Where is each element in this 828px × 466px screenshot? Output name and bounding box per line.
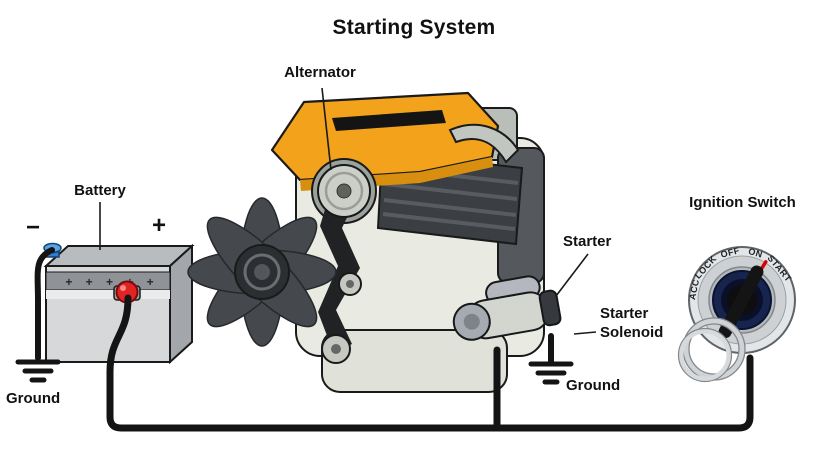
battery-illustration: + + + + + bbox=[43, 242, 195, 365]
serpentine-belt bbox=[318, 168, 362, 354]
alternator-pulley bbox=[317, 164, 371, 218]
ignition-position-acc[interactable]: ACC bbox=[687, 278, 701, 301]
ignition-position-off[interactable]: OFF bbox=[720, 245, 741, 259]
leader-starter bbox=[555, 253, 589, 297]
engine-valve-cover bbox=[270, 91, 500, 191]
wiring bbox=[34, 247, 754, 432]
leader-lines bbox=[99, 87, 597, 335]
battery-face-marks: + + + + + bbox=[65, 275, 158, 289]
label-ground-center: Ground bbox=[566, 377, 621, 394]
leader-alternator bbox=[321, 87, 332, 171]
label-battery-plus: + bbox=[152, 212, 167, 239]
label-battery-minus: − bbox=[26, 214, 41, 241]
battery-side-face bbox=[169, 243, 193, 365]
starter-illustration bbox=[452, 275, 562, 341]
battery-positive-terminal-icon bbox=[113, 280, 141, 304]
engine-hose bbox=[448, 123, 520, 164]
label-ignition-switch: Ignition Switch bbox=[689, 194, 796, 211]
idler-pulley bbox=[338, 272, 362, 296]
label-alternator: Alternator bbox=[284, 64, 356, 81]
battery-front-highlight bbox=[46, 290, 170, 299]
label-starter: Starter bbox=[563, 233, 612, 250]
ignition-position-on[interactable]: ON bbox=[747, 246, 764, 260]
battery-top-face bbox=[43, 245, 195, 267]
leader-starter-solenoid bbox=[573, 331, 597, 335]
starter-end-cap bbox=[538, 289, 562, 327]
wire-battery-to-ignition bbox=[106, 294, 754, 432]
engine-illustration bbox=[187, 91, 562, 393]
engine-oil-pan bbox=[321, 329, 508, 393]
engine-intake-slot bbox=[332, 110, 446, 131]
label-ground-left: Ground bbox=[6, 390, 61, 407]
ground-symbol-left bbox=[15, 359, 61, 383]
wire-battery-to-ground bbox=[34, 247, 55, 361]
label-starter-solenoid: Starter Solenoid bbox=[600, 305, 664, 341]
key-ring-icon bbox=[677, 317, 746, 383]
ground-symbol-center bbox=[528, 361, 574, 385]
label-battery: Battery bbox=[74, 182, 126, 199]
ignition-switch-illustration: ACC LOCK OFF ON START bbox=[677, 245, 796, 383]
ignition-key-icon[interactable] bbox=[717, 263, 766, 340]
page-title: Starting System bbox=[332, 16, 496, 39]
fan-icon bbox=[187, 197, 337, 347]
crank-pulley bbox=[321, 334, 351, 364]
